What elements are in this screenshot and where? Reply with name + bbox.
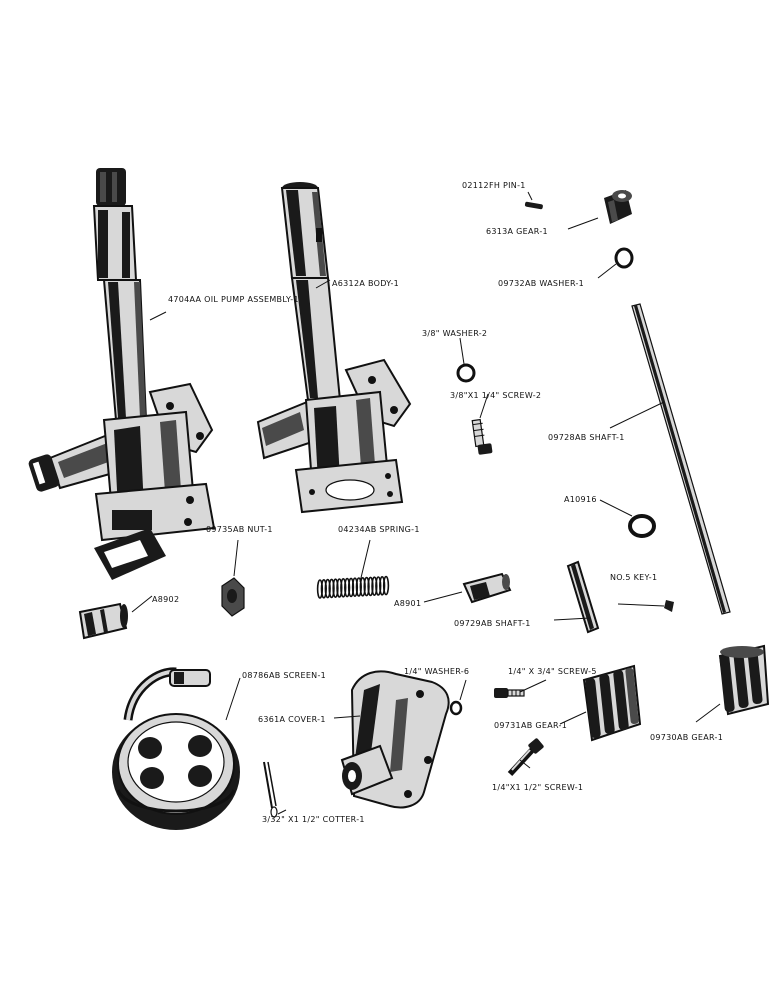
nut-illustration xyxy=(221,577,245,617)
label-shaft-09729ab: 09729AB SHAFT-1 xyxy=(454,619,531,628)
oil-pump-assembly-illustration xyxy=(28,168,216,580)
a8902-plug-illustration xyxy=(78,602,128,640)
label-washer-09732ab: 09732AB WASHER-1 xyxy=(498,279,584,288)
screw-1-4-long-illustration xyxy=(507,738,544,777)
label-a8901: A8901 xyxy=(394,599,421,608)
label-shaft-09728ab: 09728AB SHAFT-1 xyxy=(548,433,625,442)
shaft-09729ab-illustration xyxy=(566,560,600,634)
label-oil-pump-assembly: 4704AA OIL PUMP ASSEMBLY-1 xyxy=(168,295,299,304)
cotter-illustration xyxy=(263,761,278,818)
label-nut: 09735AB NUT-1 xyxy=(206,525,273,534)
gear-6313a-illustration xyxy=(604,190,632,224)
label-pin: 02112FH PIN-1 xyxy=(462,181,526,190)
screw-1-4-short-illustration xyxy=(494,688,525,698)
label-cotter: 3/32" X1 1/2" COTTER-1 xyxy=(262,815,365,824)
washer-1-4-illustration xyxy=(449,700,463,716)
label-cover: 6361A COVER-1 xyxy=(258,715,326,724)
label-washer-3-8: 3/8" WASHER-2 xyxy=(422,329,487,338)
leader-lines xyxy=(131,191,721,815)
label-screw-3-8: 3/8"X1 1/4" SCREW-2 xyxy=(450,391,541,400)
label-gear-09730ab: 09730AB GEAR-1 xyxy=(650,733,723,742)
label-body: A6312A BODY-1 xyxy=(332,279,399,288)
shaft-09728ab-illustration xyxy=(631,303,731,615)
label-washer-1-4: 1/4" WASHER-6 xyxy=(404,667,469,676)
pin-illustration xyxy=(524,201,543,210)
key-illustration xyxy=(664,600,674,612)
label-a8902: A8902 xyxy=(152,595,179,604)
part-labels: 4704AA OIL PUMP ASSEMBLY-1 A6312A BODY-1… xyxy=(152,181,723,824)
spring-illustration xyxy=(316,575,390,599)
label-screw-1-4-long: 1/4"X1 1/2" SCREW-1 xyxy=(492,783,583,792)
washer-09732ab-illustration xyxy=(614,247,634,269)
label-key: NO.5 KEY-1 xyxy=(610,573,657,582)
label-screen: 08786AB SCREEN-1 xyxy=(242,671,326,680)
body-a6312a-illustration xyxy=(256,182,412,514)
gear-09730ab-illustration xyxy=(718,644,770,716)
cover-illustration xyxy=(340,670,450,809)
label-spring: 04234AB SPRING-1 xyxy=(338,525,420,534)
a8901-plunger-illustration xyxy=(462,572,512,604)
screen-illustration xyxy=(112,667,240,830)
gear-09731ab-illustration xyxy=(582,664,642,742)
spring-coil xyxy=(382,575,390,596)
label-screw-1-4-short: 1/4" X 3/4" SCREW-5 xyxy=(508,667,597,676)
washer-3-8-illustration xyxy=(456,363,476,383)
a10916-ring-illustration xyxy=(628,514,656,538)
label-a10916: A10916 xyxy=(564,495,597,504)
screw-3-8-illustration xyxy=(471,418,493,455)
label-gear-6313a: 6313A GEAR-1 xyxy=(486,227,548,236)
label-gear-09731ab: 09731AB GEAR-1 xyxy=(494,721,567,730)
